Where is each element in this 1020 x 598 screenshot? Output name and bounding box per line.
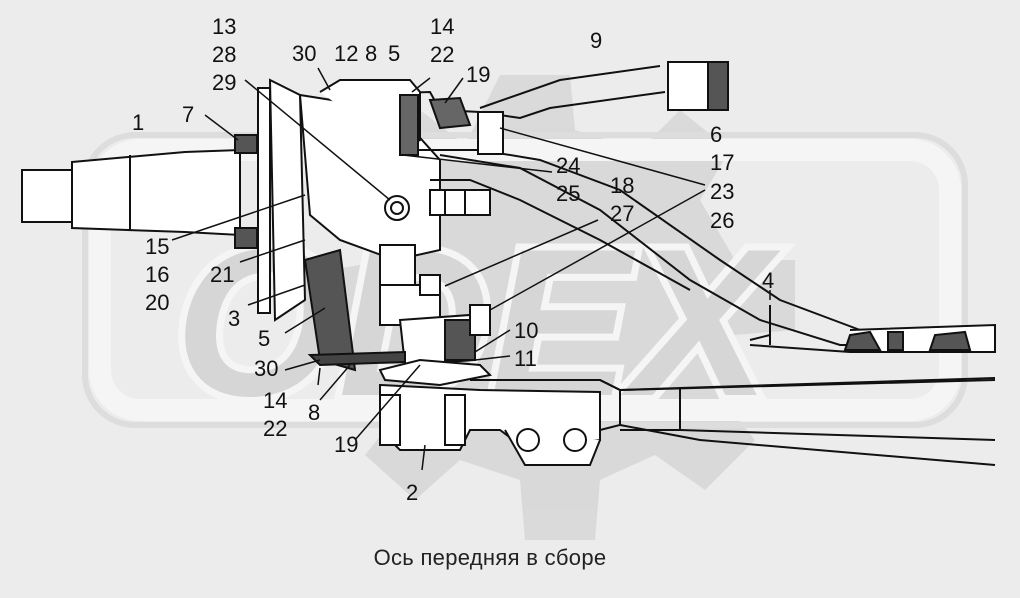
callout-28: 28 bbox=[212, 42, 237, 67]
callout-29: 29 bbox=[212, 70, 237, 95]
spindle-end bbox=[21, 169, 73, 223]
callout-26: 26 bbox=[710, 208, 735, 233]
callout-14-lower: 14 bbox=[263, 388, 288, 413]
callout-25: 25 bbox=[556, 181, 581, 206]
callout-5-upper: 5 bbox=[388, 41, 401, 66]
callout-24: 24 bbox=[556, 153, 581, 178]
callout-17: 17 bbox=[710, 150, 735, 175]
callout-1: 1 bbox=[132, 110, 145, 135]
callout-2: 2 bbox=[406, 480, 419, 505]
axle-lines bbox=[21, 61, 996, 466]
callout-20: 20 bbox=[145, 290, 170, 315]
callout-10: 10 bbox=[514, 318, 539, 343]
spindle bbox=[71, 148, 241, 237]
callout-8-upper: 8 bbox=[365, 41, 378, 66]
callout-22-upper: 22 bbox=[430, 42, 455, 67]
callout-12: 12 bbox=[334, 41, 359, 66]
callout-16: 16 bbox=[145, 262, 170, 287]
callout-22-lower: 22 bbox=[263, 416, 288, 441]
callout-15: 15 bbox=[145, 234, 170, 259]
callout-4: 4 bbox=[762, 268, 775, 293]
callout-19-lower: 19 bbox=[334, 432, 359, 457]
callout-14-upper: 14 bbox=[430, 14, 455, 39]
callout-21: 21 bbox=[210, 262, 235, 287]
callout-7: 7 bbox=[182, 102, 195, 127]
callout-23: 23 bbox=[710, 179, 735, 204]
watermark-logo: ODEX ODEX bbox=[82, 75, 968, 540]
callout-9: 9 bbox=[590, 28, 603, 53]
callout-8-lower: 8 bbox=[308, 400, 321, 425]
callout-11: 11 bbox=[514, 346, 537, 371]
callout-30-lower: 30 bbox=[254, 356, 279, 381]
callout-27: 27 bbox=[610, 201, 635, 226]
callout-30-upper: 30 bbox=[292, 41, 317, 66]
callout-6: 6 bbox=[710, 122, 723, 147]
leader-lines bbox=[171, 67, 771, 471]
callout-13: 13 bbox=[212, 14, 237, 39]
callout-3: 3 bbox=[228, 306, 241, 331]
callout-19-upper: 19 bbox=[466, 62, 491, 87]
callout-5-lower: 5 bbox=[258, 326, 271, 351]
callout-18: 18 bbox=[610, 173, 635, 198]
figure-caption: Ось передняя в сборе bbox=[373, 545, 607, 570]
